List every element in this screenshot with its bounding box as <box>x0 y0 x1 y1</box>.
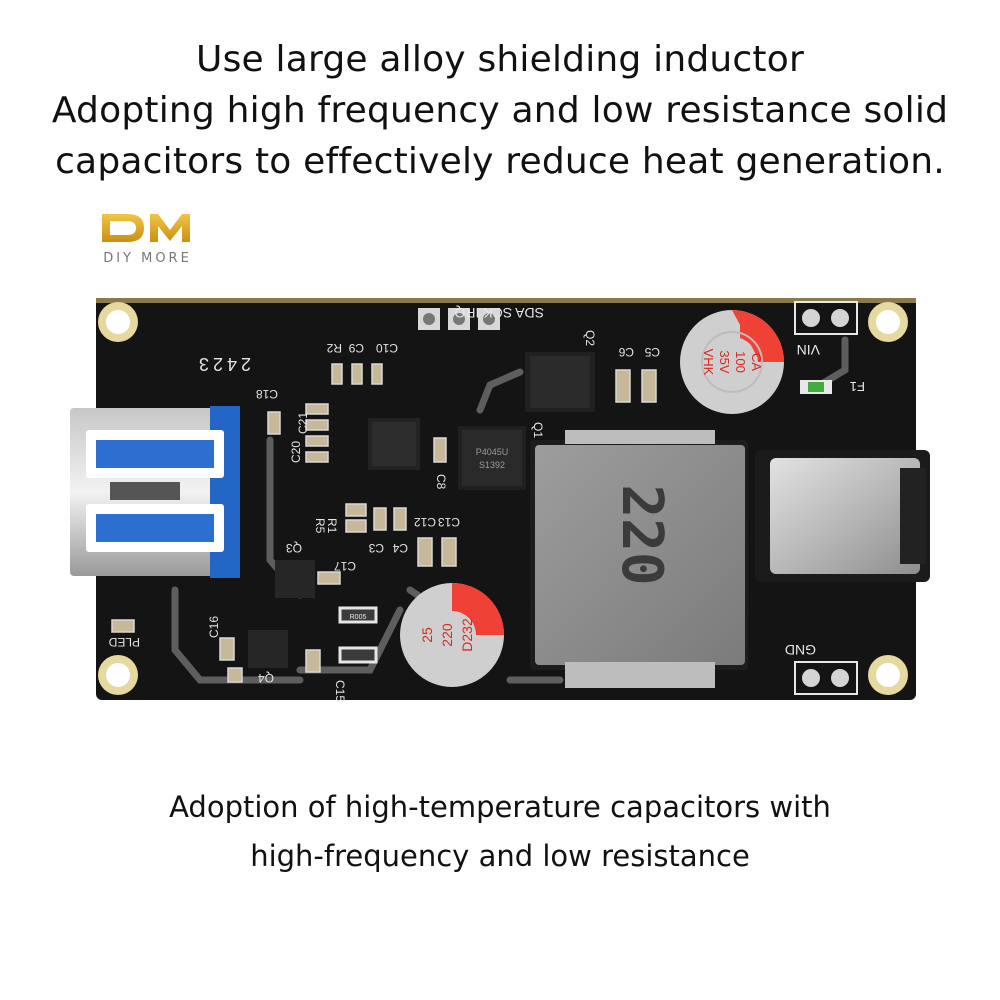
mosfet-q2 <box>525 352 595 412</box>
vin-terminal <box>794 301 858 335</box>
silk-c6: C6 <box>618 345 634 359</box>
silk-q4: Q4 <box>258 671 274 685</box>
silk-pled: PLED <box>108 635 140 649</box>
mounting-holes <box>98 302 908 695</box>
cap-small-line1: 25 <box>419 627 435 643</box>
caption-line-1: Adoption of high-temperature capacitors … <box>169 790 831 824</box>
resistor-marking: R005 <box>350 614 367 621</box>
cap-small-line2: 220 <box>439 623 455 647</box>
silk-q2: Q2 <box>583 330 597 346</box>
silk-vin: VIN <box>797 342 820 358</box>
header-pads <box>418 308 500 330</box>
silk-f1: F1 <box>850 379 865 394</box>
mosfet-q1: P4045U S1392 <box>458 426 526 490</box>
controller-ic <box>368 418 420 470</box>
cap-large-line2: 100 <box>733 351 748 373</box>
silk-c17: C17 <box>334 559 356 573</box>
cap-large-line1: CA <box>749 353 764 371</box>
shunt-resistors: R005 <box>338 606 378 664</box>
silk-q3: Q3 <box>286 541 302 555</box>
electrolytic-capacitor-large: CA 100 35V VHK <box>680 310 784 414</box>
silk-r2: R2 <box>326 341 342 355</box>
cap-large-line4: VHK <box>701 349 716 376</box>
headline-line-3: capacitors to effectively reduce heat ge… <box>55 141 945 182</box>
pcb-board-illustration: SDA SCK IRQ VIN GND F1 <box>70 298 930 702</box>
silk-q1: Q1 <box>531 422 545 438</box>
silk-c10: C10 <box>376 341 398 355</box>
headline-line-1: Use large alloy shielding inductor <box>196 39 804 80</box>
silk-c3: C3 <box>368 541 384 555</box>
mosfet-marking-line1: P4045U <box>476 447 509 457</box>
silk-code: 2423 <box>195 354 251 374</box>
usb-c-port <box>755 450 930 582</box>
brand-logo-mark <box>102 214 190 242</box>
cap-large-line3: 35V <box>717 350 732 373</box>
shielding-inductor: 220 <box>530 430 748 688</box>
silk-c12: C12 <box>414 515 436 529</box>
silk-c21: C21 <box>296 412 310 434</box>
usb-a-port <box>70 406 240 578</box>
pcb-board-photo: SDA SCK IRQ VIN GND F1 <box>0 290 1000 710</box>
silk-gnd: GND <box>785 642 816 658</box>
silkscreen-labels: 2423 C18 C20 C21 C10 C9 R2 Q2 C6 C5 Q1 C… <box>108 330 660 702</box>
mosfet-q4 <box>248 630 288 668</box>
silk-c13: C13 <box>438 515 460 529</box>
inductor-marking: 220 <box>609 484 674 585</box>
electrolytic-capacitor-small: 25 220 D232 <box>400 583 505 687</box>
silk-c5: C5 <box>644 345 660 359</box>
silk-r1: R1 <box>325 518 339 534</box>
silk-c16: C16 <box>207 616 221 638</box>
caption-line-2: high-frequency and low resistance <box>250 839 750 873</box>
pcb-edge <box>96 298 916 303</box>
silk-c9: C9 <box>348 341 364 355</box>
gnd-terminal <box>794 661 858 695</box>
mosfet-q3 <box>275 560 315 598</box>
silk-c8: C8 <box>434 474 448 490</box>
silk-c4: C4 <box>392 541 408 555</box>
silk-c18: C18 <box>256 387 278 401</box>
silk-c15: C15 <box>333 680 347 702</box>
silk-c20: C20 <box>289 441 303 463</box>
brand-logo: DIY MORE <box>80 210 215 270</box>
cap-small-line3: D232 <box>459 618 475 652</box>
headline-line-2: Adopting high frequency and low resistan… <box>51 90 949 131</box>
brand-name: DIY MORE <box>103 251 192 266</box>
silk-pins: SDA SCK IRQ <box>454 305 544 321</box>
smd-passives <box>111 363 657 683</box>
silk-r5: R5 <box>313 518 327 534</box>
mosfet-marking-line2: S1392 <box>479 460 505 470</box>
